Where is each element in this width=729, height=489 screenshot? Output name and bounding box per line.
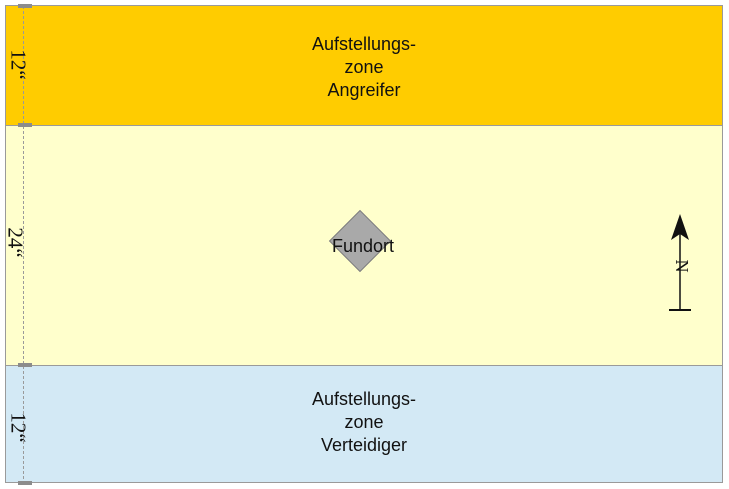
ruler-tick — [18, 481, 32, 485]
ruler-dashed-line — [23, 6, 24, 484]
attacker-deployment-zone: Aufstellungs- zone Angreifer — [6, 6, 722, 126]
dimension-label-top: 12“ — [6, 49, 31, 80]
ruler-tick — [18, 123, 32, 127]
objective-label: Fundort — [331, 236, 395, 256]
ruler-tick — [18, 363, 32, 367]
measurement-ruler — [18, 4, 32, 485]
defender-zone-label: Aufstellungs- zone Verteidiger — [311, 389, 417, 455]
ruler-tick — [18, 4, 32, 8]
north-compass: N — [665, 214, 695, 314]
north-arrow-icon: N — [669, 214, 692, 311]
north-label: N — [672, 260, 692, 273]
dimension-label-middle: 24“ — [3, 227, 28, 258]
dimension-label-bottom: 12“ — [6, 412, 31, 443]
defender-deployment-zone: Aufstellungs- zone Verteidiger — [6, 366, 722, 482]
attacker-zone-label: Aufstellungs- zone Angreifer — [311, 34, 417, 100]
